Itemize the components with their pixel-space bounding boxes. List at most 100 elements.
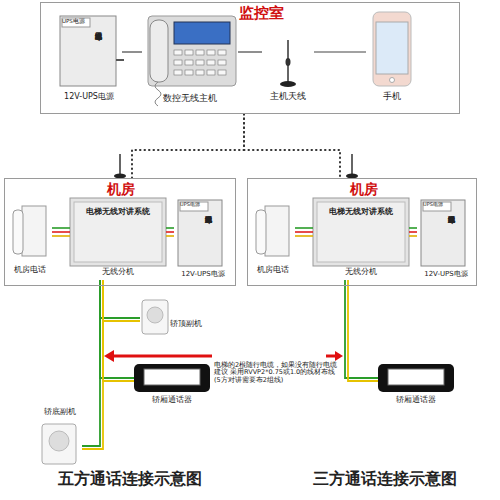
car-intercom-copy (378, 364, 454, 392)
wire-stroke (409, 235, 417, 237)
wire-stroke (103, 280, 134, 381)
device-label: 轿底副机 (34, 408, 86, 417)
antenna-mast (351, 154, 353, 175)
wire-connector (244, 114, 340, 178)
arrow-head (104, 350, 114, 362)
intercom-panel (144, 369, 200, 385)
wire-stroke (52, 231, 70, 233)
wire-stroke (166, 235, 174, 237)
key (185, 50, 193, 55)
host-handset (150, 20, 168, 82)
wire-stroke (409, 227, 417, 229)
speaker-grille (147, 307, 163, 323)
key (218, 60, 226, 65)
wire-connector (122, 52, 142, 53)
wire-stroke (314, 51, 366, 52)
antenna-base (280, 81, 296, 87)
device-label: 无线分机 (313, 268, 409, 277)
wire-stroke (52, 235, 70, 237)
ups-power: UPS电源无线对讲专用电源12V-UPS电源 (56, 12, 122, 106)
key (218, 70, 226, 75)
device-label: 主机天线 (256, 92, 320, 102)
wire-stroke (82, 280, 100, 446)
device-label: 机房电话 (4, 266, 56, 275)
room-frame: 监控室UPS电源无线对讲专用电源12V-UPS电源数控无线主机主机天线手机 (40, 2, 460, 114)
ups-case (178, 200, 222, 266)
host-unit: 数控无线主机 (142, 10, 238, 108)
key (207, 50, 215, 55)
mobile-phone: 手机 (366, 8, 418, 106)
power-plug (116, 59, 124, 61)
wall-phone-body (22, 206, 46, 256)
ups-plate (180, 202, 208, 211)
wire-stroke (409, 231, 417, 233)
key (174, 50, 182, 55)
handset-cord (155, 82, 161, 106)
key (185, 60, 193, 65)
room-devices (13, 198, 222, 266)
arrow-head (335, 351, 343, 361)
car-bottom-unit: 轿底副机 (38, 408, 82, 468)
wire-stroke (295, 227, 313, 229)
wire-stroke (166, 231, 174, 233)
car-intercom (134, 364, 210, 392)
key (218, 50, 226, 55)
wire-connector (132, 114, 244, 178)
wire-connector (314, 52, 366, 53)
phone-screen (376, 22, 408, 74)
device-label: 轿顶副机 (170, 320, 220, 329)
wire-connector (409, 228, 417, 236)
frame-title: 机房 (91, 181, 151, 197)
wire-stroke (103, 280, 140, 321)
antenna: 主机天线 (262, 36, 314, 106)
wire-connector (100, 280, 134, 381)
wire-connector (52, 228, 70, 236)
wiring-note: 电梯的2根随行电缆，如果没有随行电缆建议 采用RVVP2*0.75或1.0的线材… (214, 362, 340, 384)
wire-stroke (100, 280, 134, 378)
device-label: 12V-UPS电源 (166, 270, 240, 278)
callout-arrow (112, 355, 212, 358)
device-label: 12V-UPS电源 (44, 92, 134, 101)
frame-title: 机房 (334, 181, 394, 197)
device-label: 数控无线主机 (136, 94, 244, 104)
room-frame: 机房机房电话电梯无线对讲系统无线分机UPS电源无线对讲专用电源12V-UPS电源 (247, 178, 477, 286)
wire-stroke (345, 280, 378, 378)
car-top-unit: 轿顶副机 (140, 298, 220, 338)
key (185, 70, 193, 75)
speaker-box (142, 300, 168, 334)
antenna-mast (119, 154, 121, 175)
device-mark: UPS电源 (423, 202, 451, 208)
device-mark: UPS电源 (62, 18, 92, 24)
device-label: 轿厢通话器 (374, 396, 458, 405)
device-label: 手机 (366, 92, 418, 102)
key (174, 60, 182, 65)
ups-case (60, 16, 116, 86)
room-devices-copy (256, 198, 465, 266)
wire-connector (295, 228, 313, 236)
room-phone: 机房电话 (8, 200, 52, 280)
host-keypad (174, 50, 226, 75)
host-body (148, 16, 236, 86)
speaker-grille (49, 431, 69, 451)
car-intercom: 轿厢通话器 (134, 364, 210, 410)
wire-stroke (244, 114, 340, 178)
wireless-extension: 电梯无线对讲系统无线分机 (313, 194, 409, 280)
key (196, 60, 204, 65)
figure-caption: 三方通话连接示意图 (305, 470, 465, 488)
phone-body (373, 12, 411, 86)
car-intercom: 轿厢通话器 (378, 364, 454, 410)
key (196, 50, 204, 55)
device-label: 机房电话 (247, 266, 299, 275)
device-mark: UPS电源 (180, 202, 208, 208)
wire-stroke (122, 51, 142, 52)
figure-caption: 五方通话连接示意图 (50, 470, 210, 488)
wire-connector (238, 52, 262, 53)
extension-panel (74, 202, 162, 262)
wire-connector (100, 280, 140, 321)
room-phone: 机房电话 (251, 200, 295, 280)
extension-case (70, 198, 166, 266)
key (207, 60, 215, 65)
